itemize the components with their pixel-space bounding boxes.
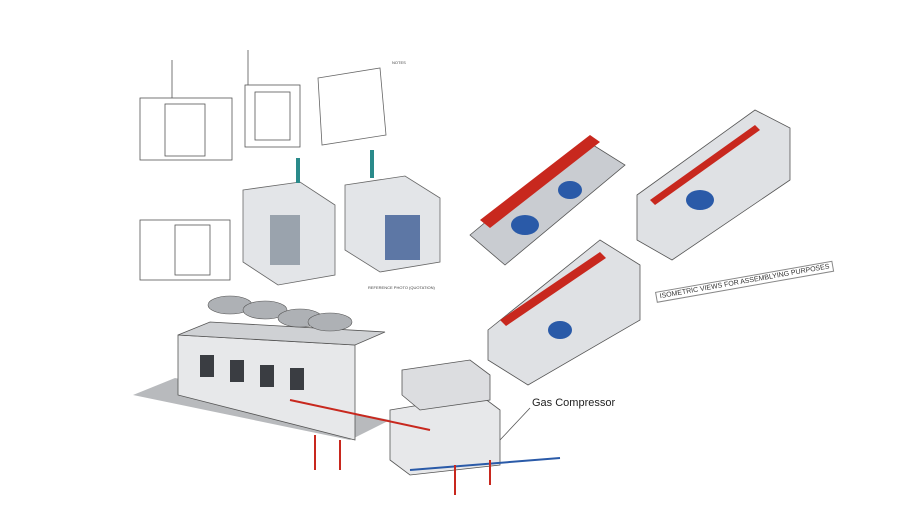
isometric-skid-2 <box>487 239 641 386</box>
main-installation <box>133 295 561 495</box>
isometric-skid-1 <box>469 135 626 266</box>
front-elevation-drawing <box>139 60 233 281</box>
side-elevation-drawing <box>244 50 301 148</box>
reference-enclosure-1 <box>242 158 336 286</box>
reference-enclosure-2 <box>344 150 441 273</box>
isometric-container <box>636 109 791 261</box>
notes-title: NOTES <box>392 60 406 65</box>
gas-compressor-label: Gas Compressor <box>532 397 616 409</box>
leader-line <box>499 407 531 441</box>
nameplate-drawing <box>317 67 387 146</box>
reference-photo-caption: REFERENCE PHOTO (QUOTATION) <box>368 285 435 290</box>
